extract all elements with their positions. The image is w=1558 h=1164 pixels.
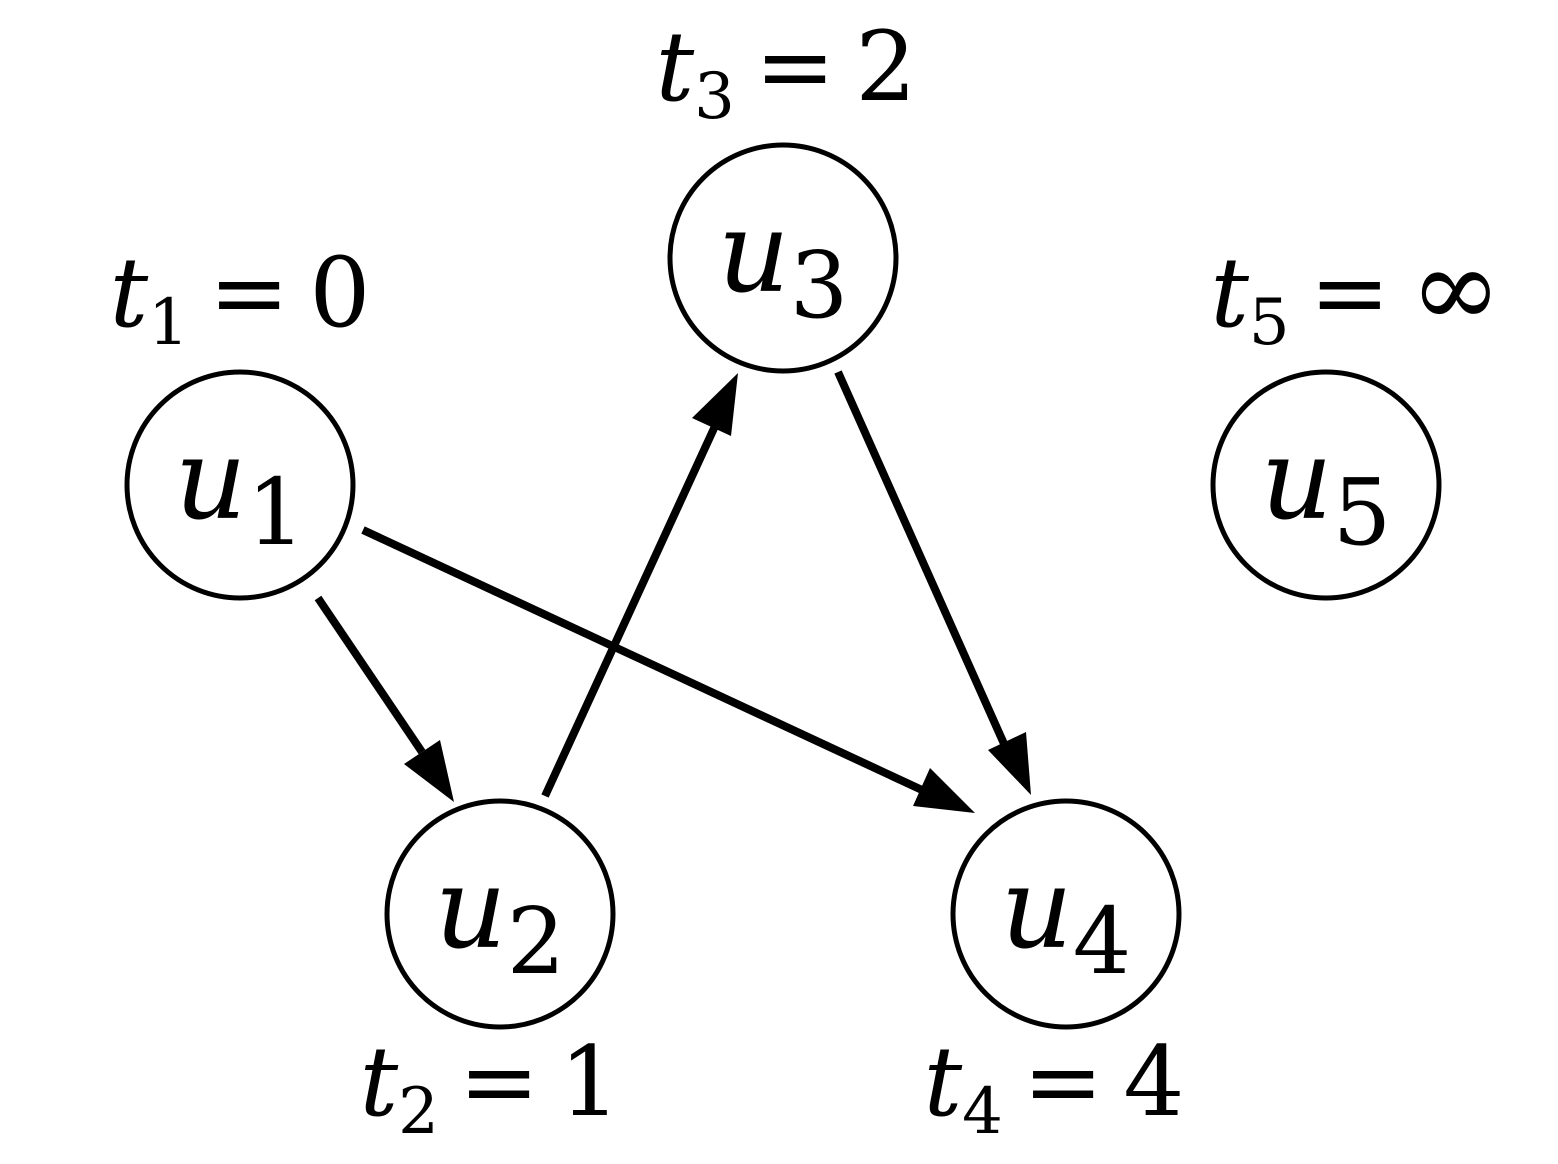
node-u1: u1	[124, 369, 356, 601]
node-u2-base: u	[435, 844, 507, 974]
time-u3-sub: 3	[694, 60, 735, 134]
time-u3-value: 2	[855, 11, 916, 123]
edge-u1-u2	[314, 595, 454, 802]
time-u4-sub: 4	[962, 1075, 1003, 1149]
time-label-u1: t1 =0	[110, 237, 371, 360]
time-u5-sub: 5	[1249, 286, 1290, 360]
node-u5: u5	[1210, 369, 1442, 601]
node-u2-sub: 2	[507, 888, 566, 995]
node-u5-circle	[1210, 369, 1442, 601]
time-label-u3: t3 =2	[656, 11, 917, 134]
node-u4: u4	[950, 798, 1182, 1030]
node-u3-sub: 3	[790, 232, 849, 339]
edge-u2-u3	[541, 373, 738, 798]
time-label-u4: t4=4	[924, 1026, 1185, 1149]
node-u2-circle	[384, 798, 616, 1030]
time-u2-eq: =	[459, 1026, 539, 1138]
time-labels: t1=0 t2=1 t3=2 t4=4 t5=∞	[110, 11, 1502, 1149]
node-u2-label: u2	[435, 844, 566, 995]
node-u1-sub: 1	[247, 459, 306, 566]
node-u4-base: u	[1001, 844, 1073, 974]
node-u5-label: u5	[1261, 415, 1392, 566]
time-u2-var: t	[360, 1026, 399, 1138]
node-u4-sub: 4	[1073, 888, 1132, 995]
node-u3-label: u3	[718, 188, 849, 339]
time-u2-value: 1	[559, 1026, 620, 1138]
time-u5-value: ∞	[1410, 224, 1502, 352]
time-label-u2: t2 =1	[360, 1026, 621, 1149]
node-u4-label: u4	[1001, 844, 1132, 995]
node-u5-base: u	[1261, 415, 1333, 545]
time-u3-var: t	[656, 11, 695, 123]
time-u3-eq: =	[755, 11, 835, 123]
node-u1-label: u1	[175, 415, 306, 566]
time-u4-eq: =	[1023, 1026, 1103, 1138]
node-u1-circle	[124, 369, 356, 601]
node-u3-base: u	[718, 188, 790, 318]
time-u2-sub: 2	[398, 1075, 439, 1149]
time-u5-eq: =	[1310, 237, 1390, 349]
time-u1-eq: =	[209, 237, 289, 349]
node-u3-circle	[667, 142, 899, 374]
node-u2: u2	[384, 798, 616, 1030]
edges	[314, 370, 1031, 813]
time-u1-sub: 1	[148, 286, 189, 360]
time-u1-value: 0	[309, 237, 370, 349]
node-u5-sub: 5	[1333, 459, 1392, 566]
time-u4-var: t	[924, 1026, 963, 1138]
time-u1-var: t	[110, 237, 149, 349]
node-u3: u3	[667, 142, 899, 374]
edge-u3-u4	[834, 370, 1031, 795]
edge-u1-u4	[361, 526, 975, 813]
node-u4-circle	[950, 798, 1182, 1030]
node-u1-base: u	[175, 415, 247, 545]
time-u5-var: t	[1210, 237, 1249, 349]
time-u4-value: 4	[1123, 1026, 1184, 1138]
time-label-u5: t5 =∞	[1210, 224, 1501, 360]
